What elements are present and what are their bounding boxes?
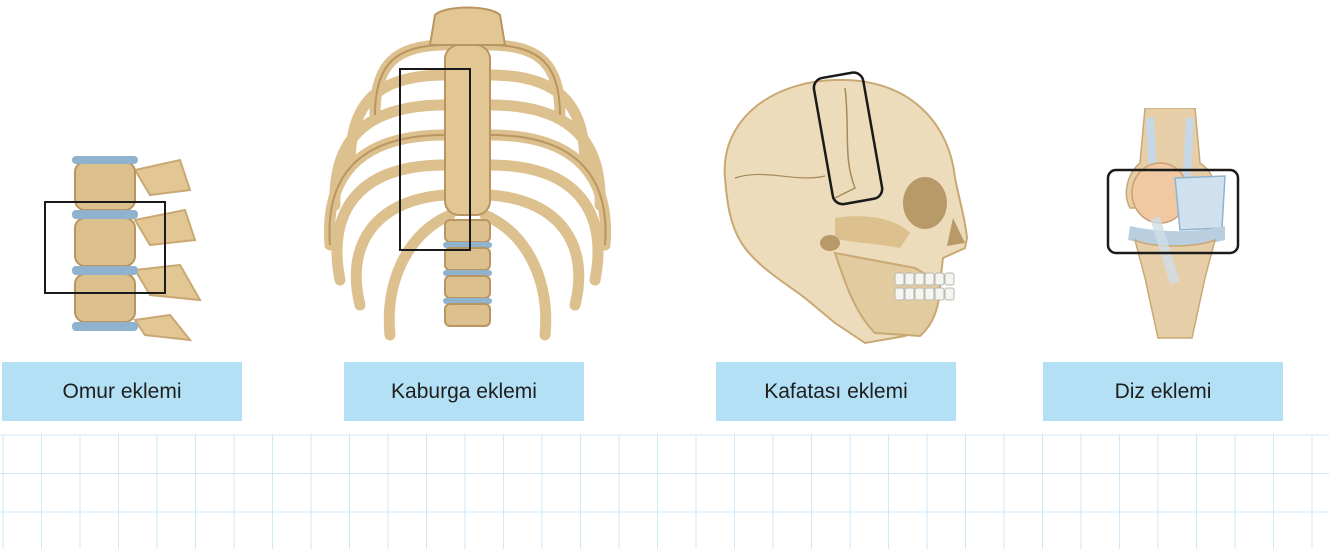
label-omur: Omur eklemi xyxy=(2,362,242,421)
knee-illustration xyxy=(1100,108,1250,348)
skull-illustration xyxy=(715,68,975,348)
label-kaburga: Kaburga eklemi xyxy=(344,362,584,421)
vertebra-illustration xyxy=(40,150,210,350)
writing-grid xyxy=(0,434,1329,549)
label-diz: Diz eklemi xyxy=(1043,362,1283,421)
ribcage-illustration xyxy=(315,5,620,355)
label-kafatasi: Kafatası eklemi xyxy=(716,362,956,421)
